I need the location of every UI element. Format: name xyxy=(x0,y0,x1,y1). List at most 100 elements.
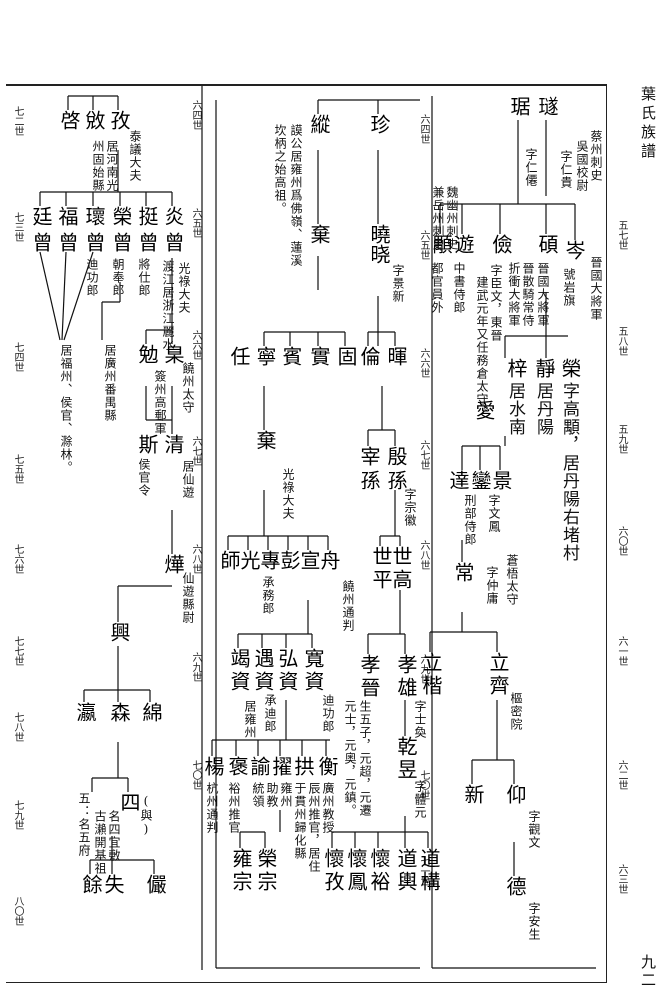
annotation: 晉國大將軍 xyxy=(536,262,550,327)
person-name: 榮 xyxy=(109,206,133,229)
person-name: 臬 xyxy=(161,344,185,367)
person-name: 縱 xyxy=(307,114,331,137)
annotation: 樞密院 xyxy=(509,692,523,731)
annotation: 居河南光 xyxy=(105,140,119,192)
annotation: 簽州高郵軍 xyxy=(153,370,167,435)
person-name: 專 xyxy=(257,550,281,573)
annotation: 居丹陽 xyxy=(533,382,553,436)
person-name: 舟 xyxy=(317,550,341,573)
person-name: 曾 xyxy=(135,232,159,255)
person-name: 諭 xyxy=(247,756,271,779)
annotation: 將仕郎 xyxy=(137,258,151,297)
annotation: 饒州通判 xyxy=(341,580,355,632)
person-name: 曾 xyxy=(161,232,185,255)
annotation: 字安生 xyxy=(527,902,541,941)
person-name: 光 xyxy=(237,550,261,573)
person-name: 賓 xyxy=(279,346,303,369)
person-name: 森 xyxy=(107,702,131,725)
gen-label: 七六世 xyxy=(12,544,23,574)
annotation: 朝奉郎 xyxy=(111,258,125,297)
gen-label: 七九世 xyxy=(12,800,23,830)
person-name: 梓 xyxy=(504,358,528,381)
person-name: 琚 xyxy=(507,96,531,119)
person-name: 固 xyxy=(334,346,358,369)
person-name: 燁 xyxy=(161,554,185,577)
person-name: 鑾 xyxy=(468,470,492,493)
annotation: 建武元年又任務倉太守。 xyxy=(475,276,489,419)
person-name: 四 xyxy=(117,792,141,815)
person-name: 榮 xyxy=(558,358,582,381)
annotation: 仙遊縣尉 xyxy=(181,572,195,624)
person-name: 景 xyxy=(489,470,513,493)
annotation: 居福州、侯官、滁林。 xyxy=(59,344,73,474)
person-name: 雍宗 xyxy=(229,848,253,894)
gen-label: 七一世 xyxy=(418,856,429,886)
chart-frame xyxy=(6,84,607,983)
person-name: 敓 xyxy=(82,110,106,133)
gen-label: 七〇世 xyxy=(418,770,429,800)
person-name: 世高 xyxy=(389,546,413,592)
annotation: 蒼梧太守 xyxy=(505,554,519,606)
person-name: 仰 xyxy=(503,784,527,807)
annotation: 侯官令 xyxy=(137,458,151,497)
person-name: 餘 xyxy=(79,874,103,897)
page-number: 九二 xyxy=(639,954,657,990)
person-name: 懷鳳 xyxy=(344,848,368,894)
person-name: 棄 xyxy=(253,430,277,453)
person-name: 道構 xyxy=(417,848,441,894)
annotation: 助教 xyxy=(265,782,279,808)
annotation: 字臣文，東晉 xyxy=(489,264,503,342)
person-name: 榮宗 xyxy=(254,848,278,894)
person-name: 靜 xyxy=(532,358,556,381)
gen-label: 六一世 xyxy=(616,636,627,666)
gen-label: 五七世 xyxy=(616,220,627,250)
person-name: 倫 xyxy=(357,346,381,369)
person-name: 常 xyxy=(451,562,475,585)
person-name: 璲 xyxy=(535,96,559,119)
annotation: 五：名五府 xyxy=(77,792,91,857)
gen-label: 六三世 xyxy=(616,864,627,894)
gen-label: 五八世 xyxy=(616,326,627,356)
annotation: 字觀文 xyxy=(527,810,541,849)
gen-label: 五九世 xyxy=(616,424,627,454)
person-name: 清 xyxy=(161,434,185,457)
person-name: 褒 xyxy=(225,756,249,779)
person-name: 師 xyxy=(217,550,241,573)
person-name: 顒 xyxy=(429,234,453,257)
person-name: 實 xyxy=(307,346,331,369)
annotation: 字仁僊 xyxy=(524,148,538,187)
person-name: 暉 xyxy=(384,346,408,369)
person-name: 孝晉 xyxy=(357,654,381,700)
gen-label: 六六世 xyxy=(190,330,201,360)
person-name: 儼 xyxy=(143,874,167,897)
annotation: 廣州教授 xyxy=(321,782,335,834)
annotation: 謨公居雍州爲佛嶺、蓮溪 xyxy=(289,124,303,267)
person-name: 挺 xyxy=(135,206,159,229)
person-name: 彭 xyxy=(277,550,301,573)
annotation: 承迪郎 xyxy=(263,694,277,733)
person-name: 興 xyxy=(107,622,131,645)
annotation: (與) xyxy=(139,794,153,837)
person-name: 立楷 xyxy=(419,652,443,698)
gen-label: 六二世 xyxy=(616,760,627,790)
annotation: 字高顒，居丹陽右堵村 xyxy=(559,382,579,562)
annotation: 字士奐 xyxy=(413,700,427,739)
person-name: 新 xyxy=(461,784,485,807)
person-name: 懷裕 xyxy=(367,848,391,894)
annotation: 字景新 xyxy=(391,264,405,303)
person-name: 弘資 xyxy=(275,648,299,694)
gen-label: 七五世 xyxy=(12,454,23,484)
person-name: 立齊 xyxy=(486,652,510,698)
person-name: 竭資 xyxy=(227,648,251,694)
person-name: 岑 xyxy=(562,240,586,263)
annotation: 居水南 xyxy=(505,382,525,436)
annotation: 折衝大將軍 xyxy=(507,262,521,327)
person-name: 廷 xyxy=(29,206,53,229)
annotation: 迪功郎 xyxy=(85,258,99,297)
person-name: 宣 xyxy=(297,550,321,573)
annotation: 居雍州 xyxy=(243,700,257,739)
person-name: 寧 xyxy=(253,346,277,369)
person-name: 懷孜 xyxy=(321,848,345,894)
gen-label: 八〇世 xyxy=(12,896,23,926)
